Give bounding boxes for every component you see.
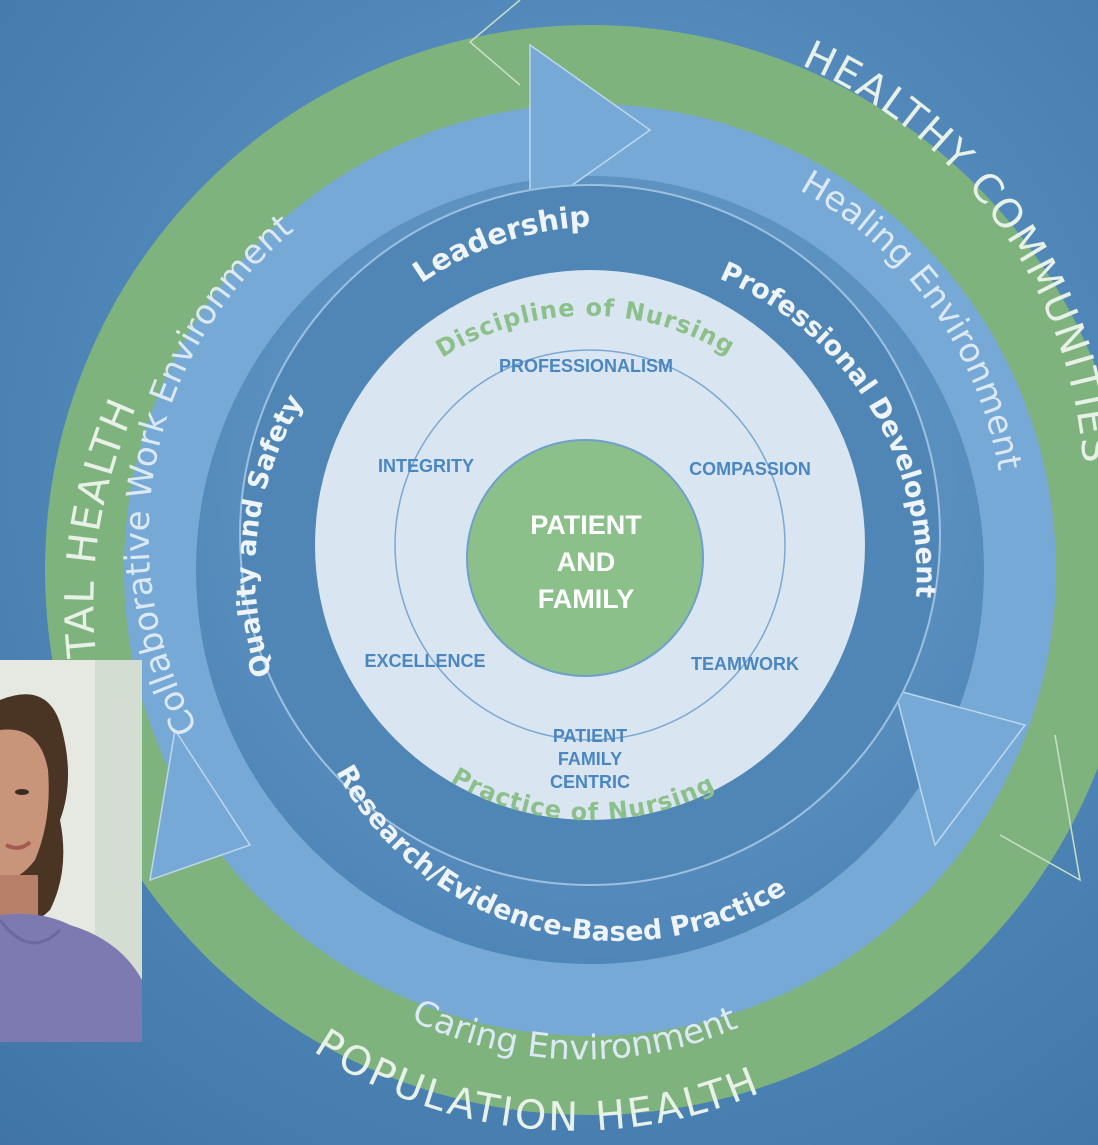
outer-ring <box>45 25 1098 1115</box>
center-line-3: FAMILY <box>538 584 635 614</box>
value-integrity: INTEGRITY <box>378 456 474 476</box>
center-circle <box>466 439 704 677</box>
nurse-photo <box>0 660 142 1042</box>
value-professionalism: PROFESSIONALISM <box>499 356 673 376</box>
outer-ring-arrowhead-top <box>468 0 521 86</box>
values-circle <box>394 349 786 741</box>
outer-ring-arrowhead-right <box>999 734 1082 882</box>
center-line-2: AND <box>557 547 616 577</box>
value-compassion: COMPASSION <box>689 459 811 479</box>
middle-ring-arrowhead-right <box>893 688 1027 847</box>
middle-ring-arrowhead-left <box>149 727 252 882</box>
value-teamwork: TEAMWORK <box>691 654 799 674</box>
value-patient-family-centric-line-3: CENTRIC <box>550 772 630 792</box>
middle-ring-arrowhead-top <box>529 43 652 217</box>
center-line-1: PATIENT <box>530 510 642 540</box>
value-patient-family-centric-line-2: FAMILY <box>558 749 622 769</box>
value-excellence: EXCELLENCE <box>364 651 485 671</box>
value-patient-family-centric-line-1: PATIENT <box>553 726 627 746</box>
nurse-photo-illustration <box>0 660 142 1042</box>
